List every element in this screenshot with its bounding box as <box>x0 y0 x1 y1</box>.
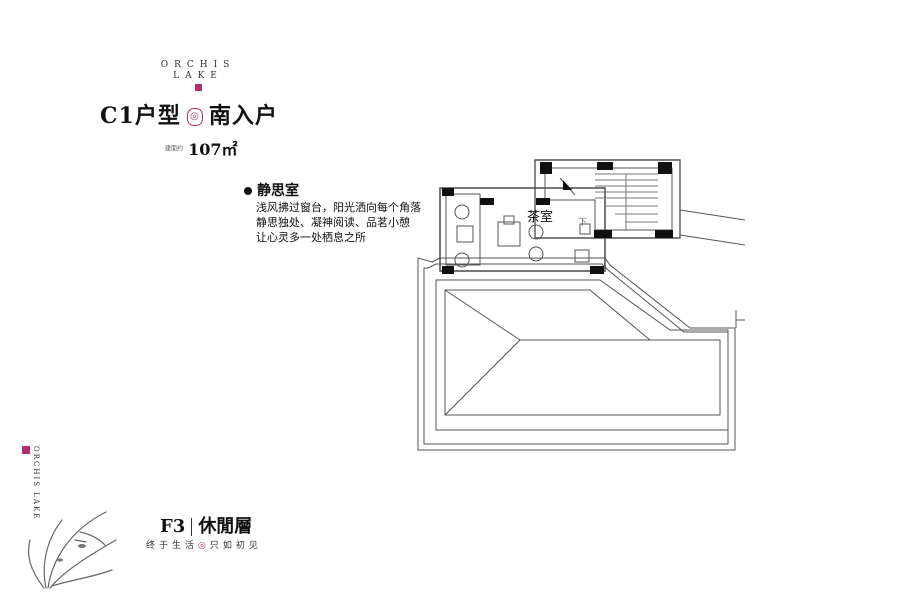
unit-title: C1户型 ◎ 南入户 <box>100 98 278 130</box>
seal-icon <box>194 84 202 91</box>
bullet-icon <box>244 187 252 195</box>
emblem-icon: ◎ <box>186 108 203 126</box>
stair-down-label: 下 <box>578 218 588 228</box>
brand-logo-top: ORCHIS LAKE <box>148 60 248 91</box>
floor-plan <box>417 159 745 451</box>
unit-type: C1户型 <box>100 103 181 129</box>
floor-title: F3 休閒層 <box>160 512 252 538</box>
floor-code: F3 <box>160 516 186 537</box>
slogan: 终于生活◎只如初见 <box>146 538 262 551</box>
desc-line: 静思独处、凝神阅读、品茗小憩 <box>256 216 410 229</box>
emblem-icon: ◎ <box>198 541 210 551</box>
brand-logo-side: ORCHIS LAKE <box>22 446 40 524</box>
floor-name: 休閒層 <box>198 516 253 537</box>
orchid-illustration-icon <box>27 511 117 589</box>
area-label: 建面约 <box>165 145 184 153</box>
desc-line: 浅风拂过窗台，阳光洒向每个角落 <box>256 201 421 214</box>
slogan-right: 只如初见 <box>209 541 262 551</box>
brand-line2: LAKE <box>173 71 223 81</box>
divider <box>191 518 193 536</box>
area-value: 107㎡ <box>188 140 238 159</box>
area-info: 建面约 107㎡ <box>165 136 238 160</box>
slogan-left: 终于生活 <box>146 541 199 551</box>
brand-line1: ORCHIS <box>160 60 236 70</box>
brand-side-text: ORCHIS LAKE <box>32 446 40 521</box>
entry-direction: 南入户 <box>208 103 278 129</box>
room-heading: 静思室 <box>257 183 299 199</box>
tea-room-label: 茶室 <box>527 210 554 225</box>
seal-icon <box>22 446 30 454</box>
room-description: 静思室 浅风拂过窗台，阳光洒向每个角落 静思独处、凝神阅读、品茗小憩 让心灵多一… <box>244 180 421 245</box>
desc-line: 让心灵多一处栖息之所 <box>256 231 366 244</box>
